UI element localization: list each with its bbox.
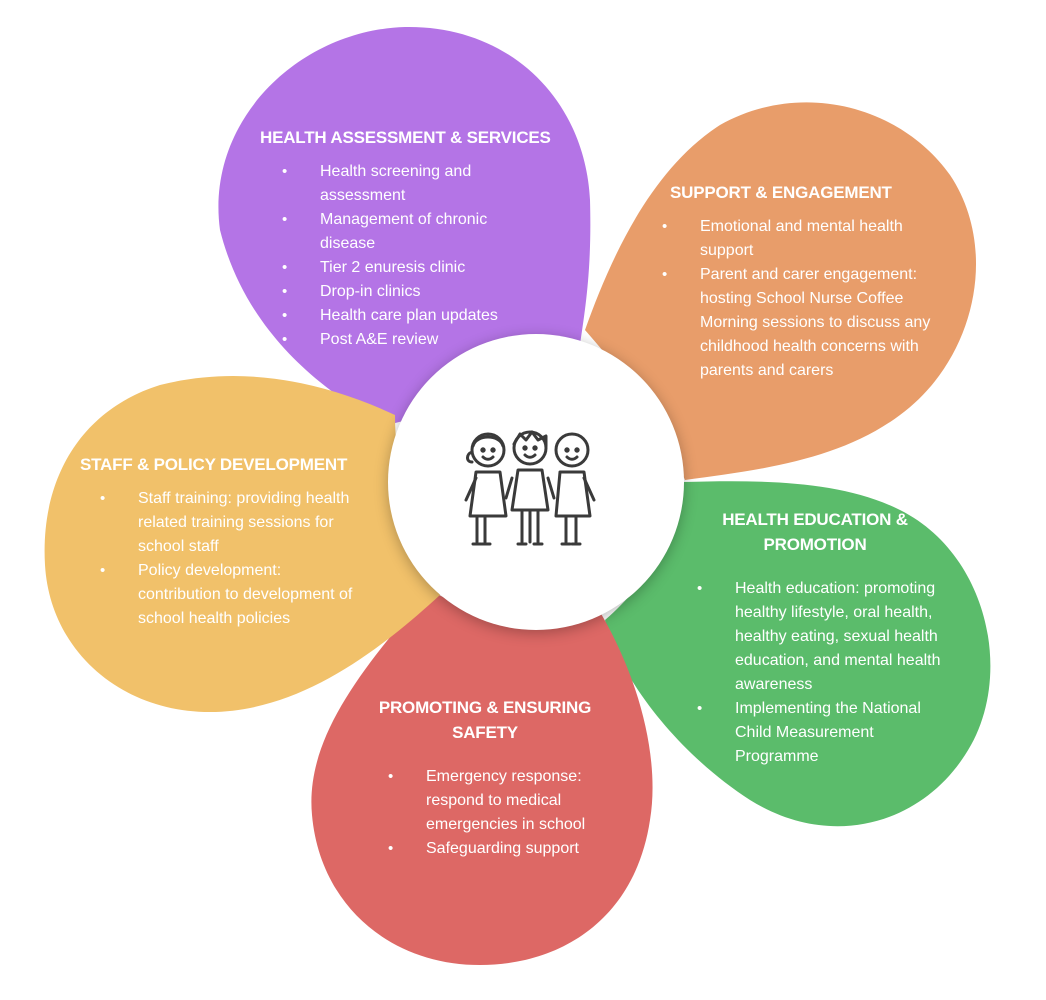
section-health-assessment: HEALTH ASSESSMENT & SERVICES Health scre… (260, 125, 580, 352)
list-item: Emotional and mental health support (662, 215, 947, 263)
bullet-list: Health screening and assessment Manageme… (282, 160, 542, 352)
list-item: Health care plan updates (282, 304, 542, 328)
list-item: Management of chronic disease (282, 208, 542, 256)
center-circle (388, 334, 684, 630)
list-item: Emergency response: respond to medical e… (388, 765, 618, 837)
bullet-list: Emergency response: respond to medical e… (388, 765, 618, 861)
list-item: Policy development: contribution to deve… (100, 559, 365, 631)
list-item: Staff training: providing health related… (100, 487, 365, 559)
three-children-icon (464, 430, 596, 546)
section-title: HEALTH EDUCATION & PROMOTION (722, 510, 908, 554)
list-item: Post A&E review (282, 328, 542, 352)
list-item: Health education: promoting healthy life… (697, 577, 942, 697)
section-title: PROMOTING & ENSURING SAFETY (378, 698, 592, 742)
list-item: Health screening and assessment (282, 160, 542, 208)
section-staff-policy: STAFF & POLICY DEVELOPMENT Staff trainin… (80, 452, 380, 631)
section-title: HEALTH ASSESSMENT & SERVICES (260, 128, 551, 147)
section-support-engagement: SUPPORT & ENGAGEMENT Emotional and menta… (662, 180, 950, 383)
list-item: Safeguarding support (388, 837, 618, 861)
list-item: Implementing the National Child Measurem… (697, 697, 942, 769)
bullet-list: Staff training: providing health related… (100, 487, 365, 631)
list-item: Tier 2 enuresis clinic (282, 256, 542, 280)
bullet-list: Health education: promoting healthy life… (697, 577, 942, 769)
section-title: SUPPORT & ENGAGEMENT (670, 183, 892, 202)
section-safety: PROMOTING & ENSURING SAFETY Emergency re… (370, 695, 600, 861)
list-item: Parent and carer engagement: hosting Sch… (662, 263, 947, 383)
bullet-list: Emotional and mental health support Pare… (662, 215, 947, 383)
list-item: Drop-in clinics (282, 280, 542, 304)
section-health-education: HEALTH EDUCATION & PROMOTION Health educ… (697, 507, 940, 769)
section-title: STAFF & POLICY DEVELOPMENT (80, 455, 348, 474)
